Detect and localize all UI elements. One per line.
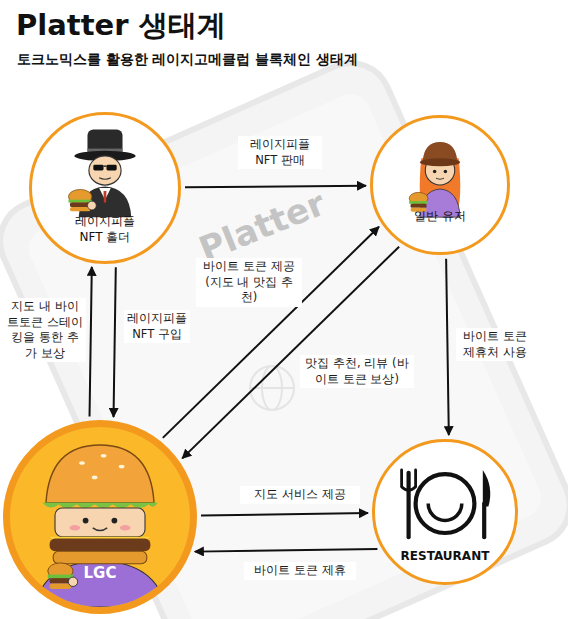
- illustration-part: [482, 504, 486, 538]
- page-title: Platter 생태계: [16, 6, 226, 46]
- subtitle-text: 토크노믹스를 활용한 레이지고메클럽 블록체인 생태계: [17, 51, 358, 69]
- illustration-part: [69, 189, 92, 204]
- illustration-part: [414, 470, 417, 487]
- illustration-part: [69, 525, 80, 530]
- illustration-part: [48, 563, 73, 579]
- illustration-part: [409, 201, 428, 204]
- illustration-part: [428, 504, 462, 521]
- node-label: LGC: [84, 564, 117, 584]
- edge-label: 레이지피플 NFT 판매: [238, 136, 322, 169]
- phone-silhouette: [0, 50, 568, 619]
- illustration-part: [433, 170, 436, 173]
- edge-label: 바이트 토큰 제휴처 사용: [456, 328, 534, 361]
- node-label: RESTAURANT: [401, 549, 490, 565]
- illustration-part: [46, 445, 154, 503]
- globe-icon: [250, 366, 294, 410]
- edge-label: 바이트 토큰 제공 (지도 내 맛집 추천): [196, 258, 302, 307]
- illustration-part: [55, 508, 145, 537]
- illustration-part: [42, 503, 157, 508]
- globe-equator: [250, 387, 294, 389]
- illustration-part: [69, 200, 92, 203]
- flow-arrow: [446, 259, 449, 435]
- restaurant-circle: RESTAURANT: [372, 439, 518, 585]
- user-circle: 일반 유저: [370, 115, 510, 255]
- illustration-part: [112, 518, 118, 524]
- illustration-part: [416, 474, 475, 533]
- illustration-part: [104, 166, 107, 167]
- illustration-part: [83, 518, 89, 524]
- phone-body: [0, 50, 568, 619]
- node-label: 레이지피플 NFT 홀더: [64, 214, 146, 245]
- illustration-part: [483, 470, 490, 506]
- illustration-part: [89, 156, 121, 185]
- flow-arrow: [185, 186, 366, 188]
- illustration-part: [407, 473, 411, 537]
- illustration-part: [402, 487, 416, 491]
- node-label: 일반 유저: [414, 209, 466, 225]
- edge-label: 레이지피플 NFT 구입: [124, 310, 190, 343]
- globe-outline: [250, 366, 294, 410]
- illustration-part: [93, 165, 103, 171]
- flow-arrow: [201, 513, 368, 515]
- node-illustration: [373, 118, 507, 252]
- illustration-part: [420, 158, 460, 166]
- illustration-part: [50, 539, 151, 552]
- flow-arrow: [90, 267, 92, 417]
- illustration-part: [106, 165, 116, 171]
- illustration-part: [400, 470, 403, 487]
- edge-label: 바이트 토큰 제휴: [244, 562, 356, 580]
- flow-arrow: [182, 247, 399, 459]
- flow-arrow: [195, 549, 378, 552]
- illustration-part: [79, 461, 85, 465]
- illustration-part: [444, 170, 447, 173]
- phone-screen: [22, 88, 547, 619]
- edge-label: 맛집 추천, 리뷰 (바이트 토큰 보상): [300, 355, 414, 388]
- illustration-part: [99, 178, 111, 179]
- flow-arrow: [163, 227, 379, 438]
- illustration-part: [50, 584, 72, 589]
- illustration-part: [411, 204, 427, 208]
- illustration-part: [101, 454, 107, 458]
- illustration-part: [120, 525, 131, 530]
- illustration-part: [436, 178, 444, 179]
- illustration-part: [87, 201, 96, 210]
- illustration-part: [48, 575, 73, 579]
- illustration-part: [92, 476, 98, 480]
- illustration-part: [68, 577, 77, 586]
- edge-label: 지도 내 바이트토큰 스테이킹을 통한 추가 보상: [4, 298, 86, 362]
- illustration-part: [93, 528, 107, 531]
- flow-arrow: [114, 267, 116, 417]
- holder-circle: 레이지피플 NFT 홀더: [29, 112, 181, 264]
- edge-label: 지도 서비스 제공: [240, 486, 360, 504]
- illustration-part: [35, 560, 165, 607]
- illustration-part: [104, 191, 107, 203]
- illustration-part: [119, 465, 125, 469]
- platform-circle: LGC: [3, 420, 197, 614]
- illustration-part: [53, 551, 147, 564]
- illustration-part: [70, 207, 90, 211]
- illustration-part: [409, 192, 428, 204]
